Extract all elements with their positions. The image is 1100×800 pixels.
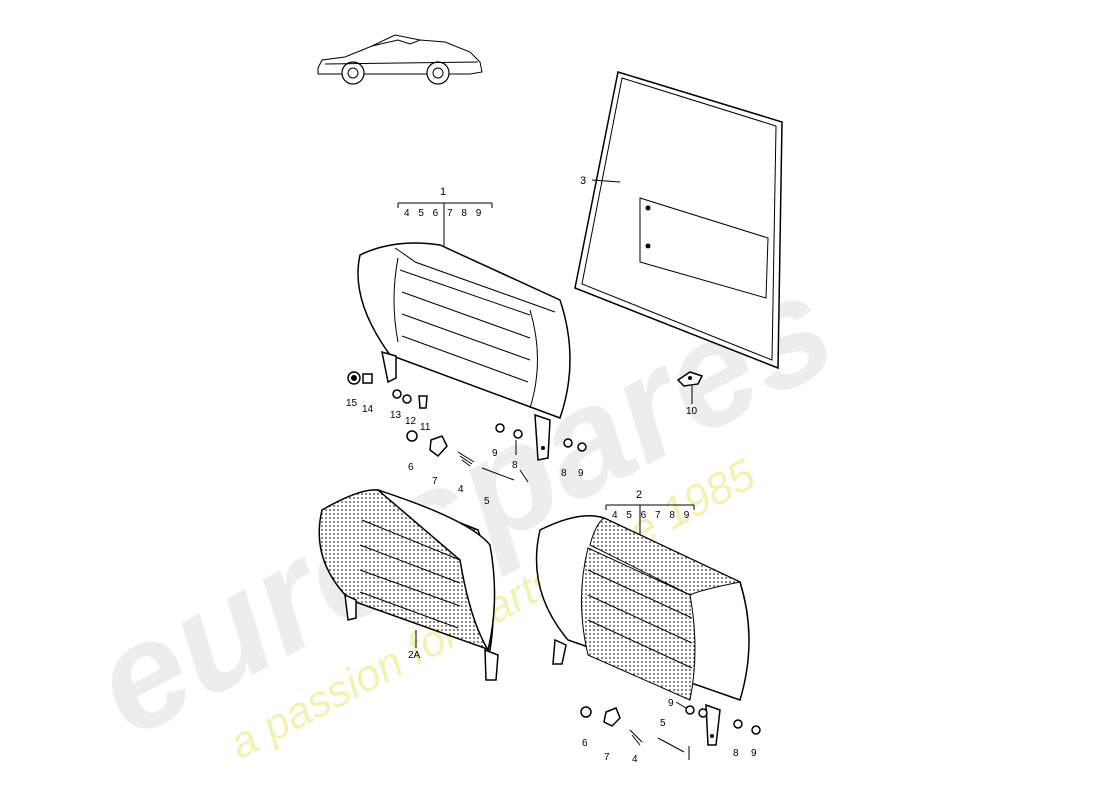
label-lower-5: 5: [660, 718, 666, 729]
label-lower-6: 6: [582, 738, 588, 749]
upper-part-labels: 15 14 13 12 11 6 7 4 5 9 8 8 9: [346, 398, 584, 507]
label-lower-8: 8: [733, 748, 739, 759]
label-upper-8b: 8: [561, 468, 567, 479]
seat-back-2a: [318, 489, 499, 681]
label-upper-14: 14: [362, 404, 374, 415]
label-assembly-1-parts: 4 5 6 7 8 9: [404, 208, 482, 219]
label-upper-12: 12: [405, 416, 417, 427]
label-upper-4: 4: [458, 484, 464, 495]
lower-fasteners: [580, 705, 761, 753]
label-lower-4: 4: [632, 754, 638, 765]
seat-back-lower: [535, 515, 750, 746]
label-lower-9a: 9: [668, 698, 674, 709]
label-upper-15: 15: [346, 398, 358, 409]
label-part-10: 10: [686, 406, 698, 417]
bracket-10: [676, 371, 704, 387]
label-part-3: 3: [580, 175, 586, 187]
label-assembly-1: 1: [440, 186, 446, 198]
rear-panel: [574, 71, 783, 370]
label-part-2a: 2A: [408, 650, 421, 661]
label-upper-5: 5: [484, 496, 490, 507]
seat-back-upper: [357, 242, 571, 461]
car-thumbnail: [317, 34, 483, 85]
label-upper-9a: 9: [492, 448, 498, 459]
label-assembly-2: 2: [636, 489, 642, 501]
lower-part-labels: 6 7 4 5 9 8 9: [582, 698, 757, 765]
label-upper-6: 6: [408, 462, 414, 473]
label-upper-9b: 9: [578, 468, 584, 479]
label-upper-7: 7: [432, 476, 438, 487]
upper-fasteners: [347, 371, 587, 481]
label-lower-9b: 9: [751, 748, 757, 759]
assembly-1-header: 1 4 5 6 7 8 9: [397, 186, 493, 250]
label-upper-13: 13: [390, 410, 402, 421]
label-upper-8a: 8: [512, 460, 518, 471]
label-assembly-2-parts: 4 5 6 7 8 9: [612, 510, 690, 521]
label-upper-11: 11: [420, 422, 431, 433]
label-lower-7: 7: [604, 752, 610, 763]
